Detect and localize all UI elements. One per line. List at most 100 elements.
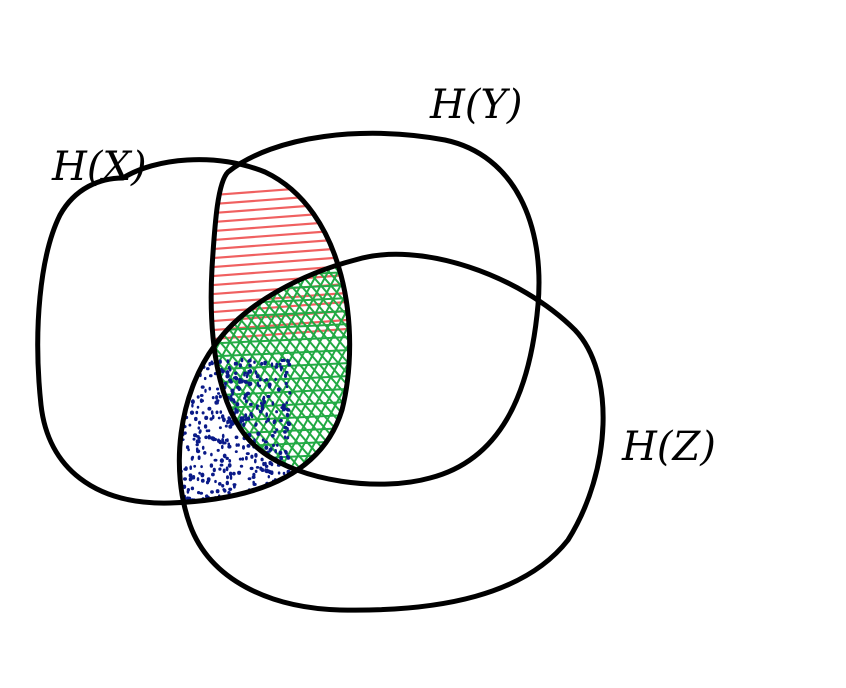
stipple-dot — [209, 417, 213, 421]
hatch-stroke — [289, 254, 350, 471]
stipple-dot — [203, 424, 208, 429]
stipple-dot — [214, 479, 217, 484]
stipple-dot — [211, 472, 215, 477]
stipple-dot — [171, 431, 175, 434]
stipple-dot — [254, 422, 258, 427]
stipple-dot — [285, 407, 288, 411]
stipple-dot — [200, 478, 205, 483]
stipple-dot — [225, 456, 229, 460]
stipple-dot — [198, 471, 201, 475]
stipple-dot — [282, 471, 286, 476]
stipple-dot — [234, 450, 238, 453]
stipple-dot — [285, 401, 289, 405]
stipple-dot — [274, 499, 278, 504]
stipple-dot — [274, 365, 279, 369]
stipple-dot — [280, 358, 284, 363]
stipple-dot — [217, 392, 221, 395]
hatch-stroke — [0, 250, 180, 480]
stipple-dot — [272, 490, 277, 495]
stipple-dot — [168, 432, 171, 435]
stipple-dot — [183, 431, 187, 435]
stipple-dot — [198, 420, 201, 425]
stipple-dot — [273, 419, 277, 424]
stipple-dot — [283, 425, 288, 430]
stipple-dot — [218, 482, 222, 486]
set-x-outline — [35, 157, 353, 506]
stipple-dot — [192, 437, 196, 441]
stipple-dot — [196, 395, 200, 399]
stipple-dot — [278, 362, 282, 366]
stipple-dot — [184, 384, 188, 390]
stipple-dot — [190, 358, 193, 363]
stipple-dot — [227, 463, 232, 468]
stipple-dot — [207, 406, 212, 411]
hatch-stroke — [370, 250, 490, 470]
stipple-dot — [210, 452, 213, 457]
stipple-dot — [249, 466, 254, 471]
stipple-dot — [204, 388, 207, 393]
stipple-dot — [229, 472, 233, 477]
stipple-dot — [179, 379, 182, 384]
stipple-dot — [284, 492, 288, 496]
stipple-dot — [179, 391, 180, 396]
stipple-dot — [255, 374, 260, 379]
stipple-dot — [276, 443, 279, 447]
stipple-dot — [266, 417, 270, 422]
stipple-dot — [249, 402, 253, 407]
stipple-dot — [266, 394, 271, 399]
stipple-dot — [194, 416, 198, 422]
stipple-dot — [271, 401, 275, 406]
stipple-dot — [218, 426, 222, 430]
stipple-dot — [252, 480, 255, 485]
stipple-dot — [200, 385, 205, 389]
stipple-dot — [175, 410, 178, 415]
stipple-dot — [244, 393, 248, 397]
stipple-dot — [259, 466, 263, 471]
stipple-dot — [231, 398, 236, 402]
stipple-dot — [226, 438, 229, 443]
stipple-dot — [228, 367, 232, 372]
stipple-dot — [171, 387, 174, 390]
stipple-dot — [179, 369, 183, 373]
stipple-dot — [206, 477, 211, 482]
hatch-stroke — [269, 254, 350, 481]
stipple-dot — [199, 399, 204, 403]
stipple-dot — [221, 438, 225, 442]
stipple-dot — [241, 457, 245, 461]
hatch-stroke — [70, 250, 190, 470]
hatch-stroke — [400, 250, 520, 470]
stipple-dot — [214, 400, 219, 405]
stipple-dot — [269, 447, 273, 452]
hatch-stroke — [211, 254, 311, 481]
stipple-dot — [244, 418, 248, 421]
stipple-dot — [173, 477, 177, 480]
stipple-dot — [229, 501, 232, 504]
stipple-dot — [196, 405, 200, 409]
stipple-dot — [209, 374, 213, 378]
hatch-stroke — [380, 250, 500, 470]
stipple-dot — [285, 412, 290, 418]
stipple-dot — [215, 395, 219, 400]
stipple-dot — [168, 405, 172, 409]
stipple-dot — [175, 413, 178, 418]
stipple-dot — [176, 389, 179, 392]
stipple-dot — [243, 507, 247, 511]
stipple-dot — [246, 371, 250, 376]
stipple-dot — [209, 463, 214, 468]
stipple-dot — [256, 431, 261, 437]
stipple-dot — [186, 363, 190, 367]
stipple-dot — [170, 395, 173, 398]
stipple-dot — [218, 394, 222, 399]
stipple-dot — [225, 505, 229, 508]
hatch-stroke — [0, 250, 200, 480]
stipple-dot — [228, 417, 232, 422]
hatch-stroke — [211, 348, 350, 358]
stipple-dot — [233, 361, 237, 366]
hatch-stroke — [0, 250, 190, 480]
stipple-dot — [279, 455, 283, 461]
hatch-stroke — [211, 335, 350, 345]
stipple-dot — [169, 472, 173, 476]
stipple-dot — [174, 420, 178, 424]
stipple-dot — [223, 381, 228, 386]
